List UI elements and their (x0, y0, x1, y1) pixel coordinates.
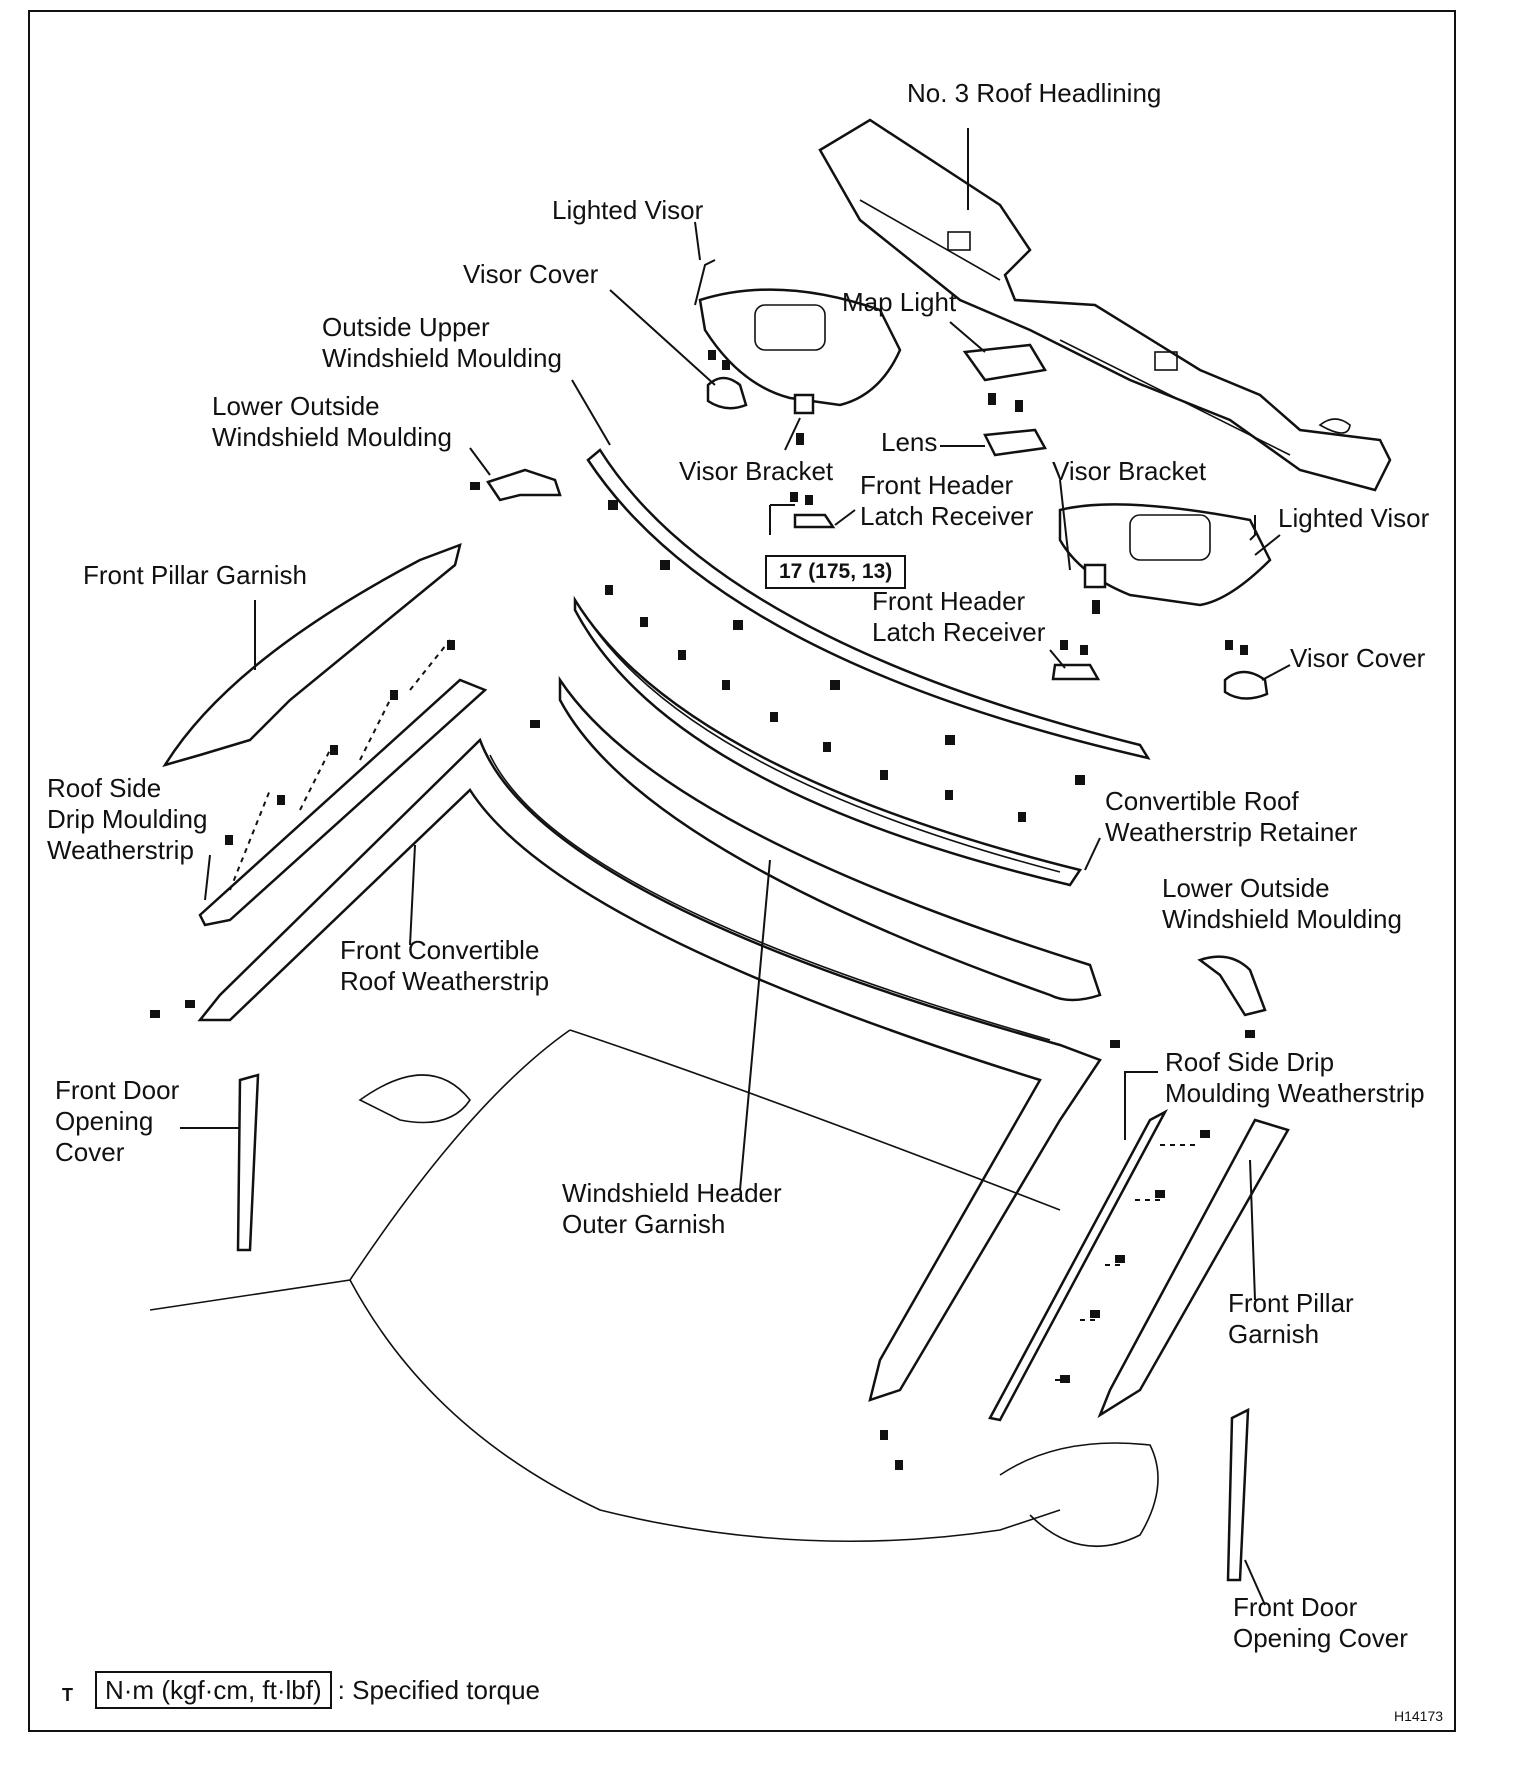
label-front-pillar-garnish-left: Front Pillar Garnish (83, 560, 307, 590)
torque-unit-box: N·m (kgf·cm, ft·lbf) (95, 1671, 332, 1709)
label-visor-bracket-right: Visor Bracket (1052, 456, 1207, 486)
figure-code: H14173 (1394, 1708, 1444, 1724)
label-no3-roof-headlining: No. 3 Roof Headlining (907, 78, 1162, 108)
label-front-convertible-roof-weatherstrip: Front Convertible Roof Weatherstrip (340, 935, 550, 996)
convertible-roof-weatherstrip-retainer-shape (573, 595, 1083, 887)
torque-symbol: T (62, 1685, 73, 1705)
roof-headlining-shape (818, 118, 1392, 492)
windshield-header-outer-garnish-shape (558, 675, 1102, 1002)
car-body-outline (149, 1029, 1061, 1543)
label-front-header-latch-receiver-2: Front Header Latch Receiver (872, 586, 1046, 647)
torque-spec-box: 17 (175, 13) (765, 555, 907, 589)
torque-legend: T N·m (kgf·cm, ft·lbf) : Specified torqu… (62, 1668, 540, 1712)
lighted-visor-left-shape (698, 288, 902, 407)
label-lower-outside-windshield-moulding-left: Lower Outside Windshield Moulding (212, 391, 452, 452)
front-pillar-garnish-right-shape (1097, 1118, 1290, 1419)
label-roof-side-drip-moulding-weatherstrip-right: Roof Side Drip Moulding Weatherstrip (1165, 1047, 1425, 1108)
label-windshield-header-outer-garnish: Windshield Header Outer Garnish (562, 1178, 782, 1239)
label-lens: Lens (881, 427, 938, 457)
outside-upper-windshield-moulding-shape (586, 448, 1151, 760)
label-visor-cover-left: Visor Cover (463, 259, 599, 289)
front-convertible-roof-weatherstrip-shape (197, 737, 1102, 1402)
label-roof-side-drip-moulding-weatherstrip-left: Roof Side Drip Moulding Weatherstrip (47, 773, 208, 865)
label-front-door-opening-cover-left: Front Door Opening Cover (55, 1075, 180, 1167)
front-pillar-garnish-left-shape (162, 542, 462, 768)
label-outside-upper-windshield-moulding: Outside Upper Windshield Moulding (322, 312, 562, 373)
roof-side-drip-moulding-weatherstrip-right-shape (988, 1108, 1169, 1422)
torque-legend-text: : Specified torque (337, 1675, 541, 1705)
label-lighted-visor-left: Lighted Visor (552, 195, 704, 225)
label-visor-bracket-left: Visor Bracket (679, 456, 834, 486)
lens-shape (983, 428, 1047, 457)
label-front-door-opening-cover-right: Front Door Opening Cover (1233, 1592, 1408, 1653)
label-lighted-visor-right: Lighted Visor (1278, 503, 1430, 533)
roof-side-drip-moulding-weatherstrip-left-shape (198, 678, 488, 927)
front-door-opening-cover-left-shape (236, 1073, 260, 1252)
label-front-pillar-garnish-right: Front Pillar Garnish (1228, 1288, 1354, 1349)
label-front-header-latch-receiver-1: Front Header Latch Receiver (860, 470, 1034, 531)
front-door-opening-cover-right-shape (1226, 1407, 1250, 1582)
label-visor-cover-right: Visor Cover (1290, 643, 1426, 673)
label-lower-outside-windshield-moulding-right: Lower Outside Windshield Moulding (1162, 873, 1402, 934)
map-light-shape (962, 343, 1048, 382)
label-map-light: Map Light (842, 287, 957, 317)
lighted-visor-right-shape (1058, 503, 1272, 607)
label-convertible-roof-weatherstrip-retainer: Convertible Roof Weatherstrip Retainer (1105, 786, 1358, 847)
